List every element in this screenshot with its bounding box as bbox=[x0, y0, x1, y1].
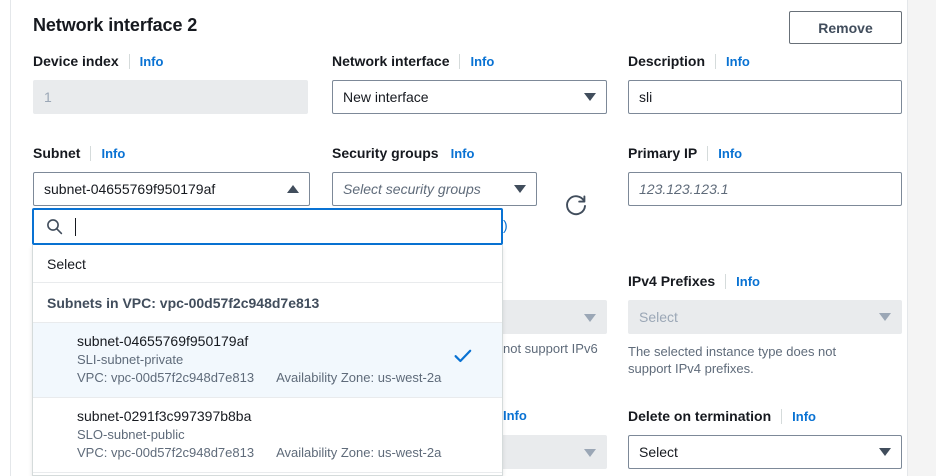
option-subnet-vpc: VPC: vpc-00d57f2c948d7e813 bbox=[77, 370, 255, 385]
subnet-search-input[interactable] bbox=[32, 208, 503, 245]
security-groups-placeholder: Select security groups bbox=[343, 181, 481, 197]
delete-on-termination-select[interactable]: Select bbox=[628, 435, 902, 469]
option-subnet-vpc: VPC: vpc-00d57f2c948d7e813 bbox=[77, 445, 255, 460]
description-input[interactable]: sli bbox=[628, 80, 902, 114]
description-label: Description Info bbox=[628, 53, 750, 69]
chevron-down-icon bbox=[514, 185, 526, 193]
option-subnet-az: Availability Zone: us-west-2a bbox=[276, 370, 442, 385]
label-separator bbox=[707, 145, 709, 161]
primary-ip-label: Primary IP Info bbox=[628, 145, 743, 161]
network-interface-label: Network interface Info bbox=[332, 53, 495, 69]
chevron-down-icon bbox=[584, 449, 596, 457]
primary-ip-info-link[interactable]: Info bbox=[718, 145, 743, 161]
option-subnet-name: SLI-subnet-private bbox=[77, 352, 184, 367]
description-info-link[interactable]: Info bbox=[726, 53, 750, 69]
delete-on-termination-info-link[interactable]: Info bbox=[792, 408, 816, 424]
chevron-up-icon bbox=[287, 185, 299, 193]
delete-on-termination-label: Delete on termination Info bbox=[628, 408, 816, 424]
label-separator bbox=[725, 273, 727, 289]
ipv4-prefixes-value: Select bbox=[639, 309, 678, 325]
label-separator bbox=[128, 53, 130, 69]
dropdown-option-select[interactable]: Select bbox=[33, 245, 502, 283]
network-interface-select[interactable]: New interface bbox=[332, 80, 607, 114]
panel-content: Network interface 2 Remove Device index … bbox=[32, 11, 902, 476]
chevron-down-icon bbox=[584, 93, 596, 101]
refresh-icon[interactable] bbox=[564, 194, 588, 218]
primary-ip-input[interactable]: 123.123.123.1 bbox=[628, 172, 902, 206]
remove-button[interactable]: Remove bbox=[789, 11, 902, 44]
security-group-link-tail[interactable]: ) bbox=[503, 217, 508, 233]
chevron-down-icon bbox=[879, 448, 891, 456]
ipv4-prefixes-hint: The selected instance type does not supp… bbox=[628, 344, 837, 376]
text-cursor bbox=[75, 217, 76, 236]
description-value: sli bbox=[639, 89, 653, 105]
device-index-value: 1 bbox=[44, 89, 52, 105]
option-subnet-id: subnet-04655769f950179af bbox=[77, 333, 249, 349]
option-subnet-meta: VPC: vpc-00d57f2c948d7e813 Availability … bbox=[77, 369, 488, 387]
right-rail-divider bbox=[907, 0, 908, 476]
subnet-value: subnet-04655769f950179af bbox=[44, 181, 216, 197]
primary-ip-placeholder: 123.123.123.1 bbox=[639, 181, 729, 197]
check-icon bbox=[454, 349, 472, 363]
ipv6-prefixes-info-link[interactable]: Info bbox=[503, 408, 527, 423]
security-groups-select[interactable]: Select security groups bbox=[332, 172, 537, 206]
dropdown-option-subnet-0[interactable]: subnet-04655769f950179af SLI-subnet-priv… bbox=[33, 323, 502, 398]
network-interface-info-link[interactable]: Info bbox=[470, 53, 495, 69]
chevron-down-icon bbox=[584, 314, 596, 322]
device-index-input: 1 bbox=[33, 80, 308, 114]
network-interface-value: New interface bbox=[343, 89, 429, 105]
option-subnet-az: Availability Zone: us-west-2a bbox=[276, 445, 442, 460]
option-subnet-meta: VPC: vpc-00d57f2c948d7e813 Availability … bbox=[77, 444, 488, 462]
dropdown-option-subnet-1[interactable]: subnet-0291f3c997397b8ba SLO-subnet-publ… bbox=[33, 398, 502, 473]
label-separator bbox=[90, 145, 92, 161]
left-rail-divider bbox=[10, 0, 11, 476]
ipv4-prefixes-select: Select bbox=[628, 300, 902, 334]
device-index-info-link[interactable]: Info bbox=[139, 53, 164, 69]
ipv4-prefixes-label: IPv4 Prefixes Info bbox=[628, 273, 760, 289]
security-groups-info-link[interactable]: Info bbox=[450, 145, 475, 161]
chevron-down-icon bbox=[879, 313, 891, 321]
label-separator bbox=[459, 53, 461, 69]
subnet-dropdown-panel: Select Subnets in VPC: vpc-00d57f2c948d7… bbox=[32, 245, 503, 476]
search-icon bbox=[46, 218, 63, 235]
label-separator bbox=[781, 408, 783, 424]
ipv6-hint-text: not support IPv6 bbox=[503, 341, 598, 356]
ipv4-prefixes-info-link[interactable]: Info bbox=[736, 273, 760, 289]
page-scrollbar[interactable] bbox=[908, 0, 936, 476]
subnet-select-trigger[interactable]: subnet-04655769f950179af bbox=[33, 172, 310, 206]
subnet-info-link[interactable]: Info bbox=[101, 145, 126, 161]
page-title: Network interface 2 bbox=[33, 15, 198, 35]
option-subnet-id: subnet-0291f3c997397b8ba bbox=[77, 408, 252, 424]
device-index-label: Device index Info bbox=[33, 53, 164, 69]
subnet-label: Subnet Info bbox=[33, 145, 126, 161]
dropdown-group-header: Subnets in VPC: vpc-00d57f2c948d7e813 bbox=[33, 283, 502, 323]
label-separator bbox=[715, 53, 717, 69]
delete-on-termination-value: Select bbox=[639, 444, 678, 460]
security-groups-label: Security groups Info bbox=[332, 145, 475, 161]
option-subnet-name: SLO-subnet-public bbox=[77, 427, 185, 442]
